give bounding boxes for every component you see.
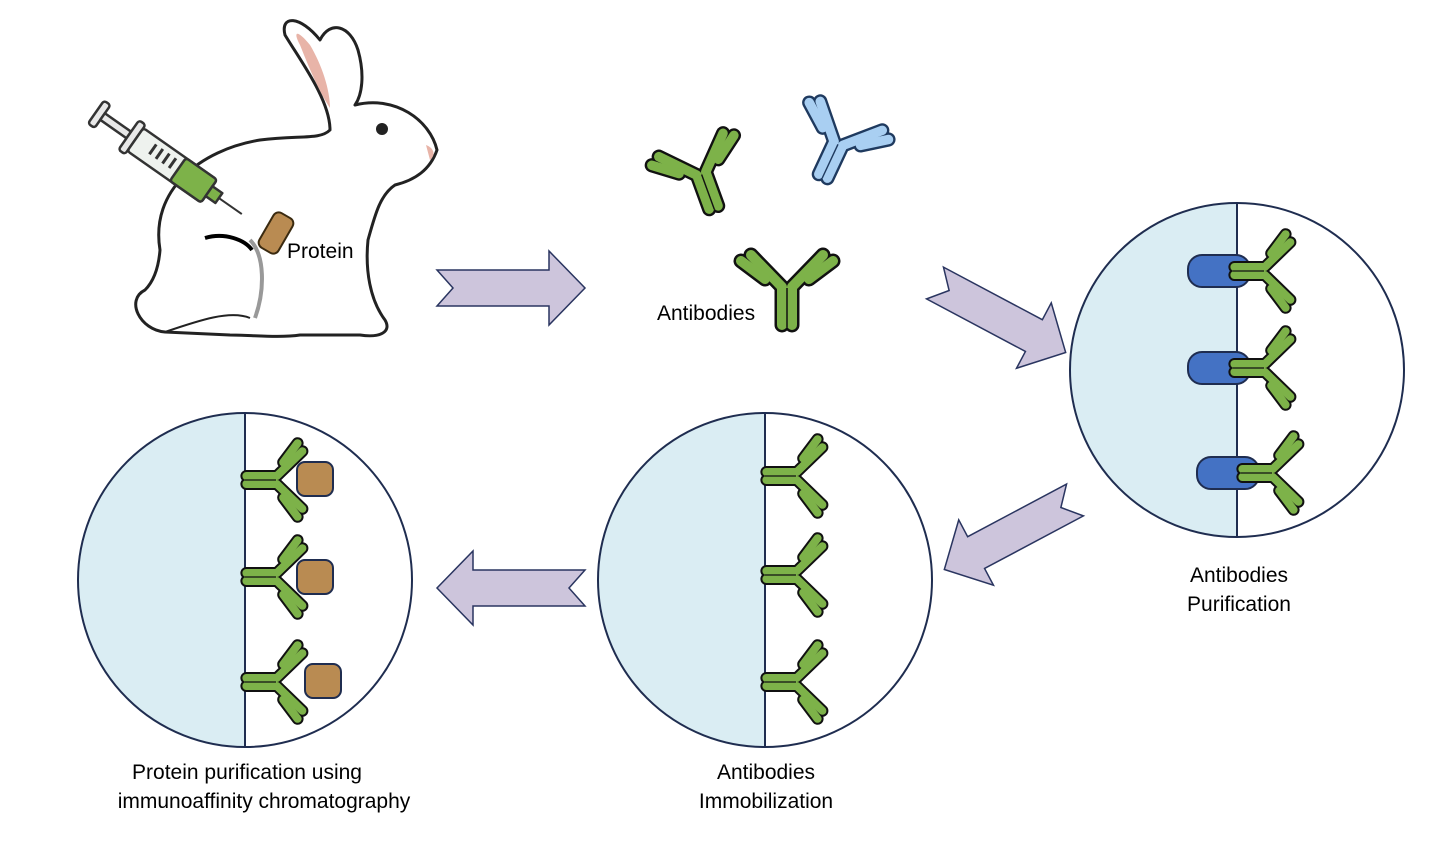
immobilization-column <box>597 412 933 748</box>
immobilization-label-2: Immobilization <box>699 790 833 813</box>
arrow-icon <box>436 250 586 326</box>
protein-label: Protein <box>287 240 354 263</box>
immunoaffinity-column <box>77 412 413 748</box>
final-label: Protein purification using <box>132 761 362 784</box>
purification-label-2: Purification <box>1187 593 1291 616</box>
arrow-icon <box>926 466 1094 603</box>
rabbit-icon <box>134 19 439 338</box>
arrow-icon <box>436 550 586 626</box>
purification-label: Antibodies <box>1190 564 1288 587</box>
immobilization-label: Antibodies <box>717 761 815 784</box>
purification-column <box>1069 202 1405 538</box>
syringe-icon <box>87 100 243 215</box>
final-label-2: immunoaffinity chromatography <box>118 790 411 813</box>
antibody-icon <box>783 97 891 196</box>
protein-icon <box>257 211 295 255</box>
antibody-icon <box>650 130 756 224</box>
arrow-icon <box>916 249 1084 386</box>
antibodies-label: Antibodies <box>657 302 755 325</box>
